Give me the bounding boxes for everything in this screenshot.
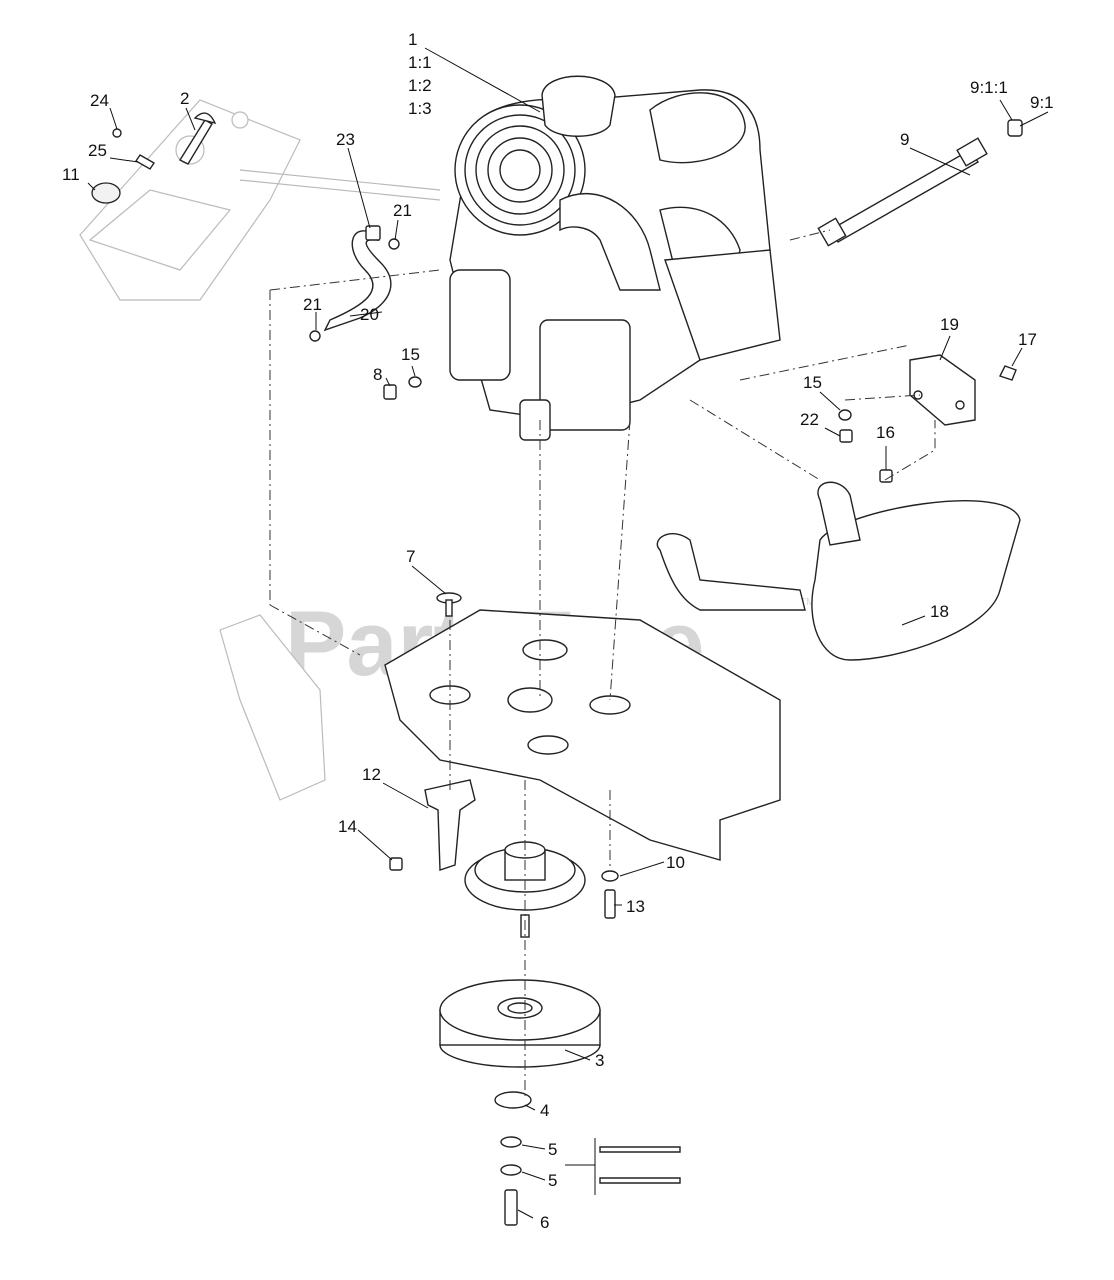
nut-24 — [112, 128, 122, 138]
nut-22 — [839, 429, 853, 443]
engine-deck-plate — [384, 609, 781, 861]
callout-1-2: 1:2 — [408, 76, 432, 95]
callout-21-lower: 21 — [303, 295, 322, 314]
fuel-line-20 — [323, 230, 392, 332]
callout-10: 10 — [666, 853, 685, 872]
washer-15-right — [838, 409, 852, 421]
callout-5-lower: 5 — [548, 1171, 557, 1190]
callout-8: 8 — [373, 365, 382, 384]
washer-detail-inset — [594, 1138, 681, 1195]
spacer-4 — [494, 1091, 532, 1109]
callout-15-left: 15 — [401, 345, 420, 364]
washer-10 — [601, 870, 619, 882]
leader-lines — [87, 47, 1049, 1219]
bolt-17 — [999, 365, 1017, 381]
callout-20: 20 — [360, 305, 379, 324]
washer-5-lower — [500, 1164, 522, 1176]
control-panel-ghost — [79, 99, 441, 301]
washer-15-left — [408, 376, 422, 388]
exhaust-pipe-9 — [817, 137, 988, 247]
pto-clutch-3 — [439, 979, 601, 1068]
throttle-lever-2 — [178, 112, 217, 165]
callout-6: 6 — [540, 1213, 549, 1232]
nut-16 — [879, 469, 893, 483]
nut-14 — [389, 857, 403, 871]
callout-15-right: 15 — [803, 373, 822, 392]
muffler-18 — [656, 481, 1021, 661]
fitting-23 — [365, 225, 381, 241]
callout-13: 13 — [626, 897, 645, 916]
washer-5-upper — [500, 1136, 522, 1148]
knob-11 — [91, 182, 121, 204]
callout-9-1-1: 9:1:1 — [970, 78, 1008, 97]
bolt-7 — [436, 592, 462, 617]
callout-9-1: 9:1 — [1030, 93, 1054, 112]
callout-4: 4 — [540, 1101, 549, 1120]
callout-1-3: 1:3 — [408, 99, 432, 118]
callout-12: 12 — [362, 765, 381, 784]
callout-22: 22 — [800, 410, 819, 429]
callout-1-1: 1:1 — [408, 53, 432, 72]
callout-18: 18 — [930, 602, 949, 621]
screw-25 — [135, 154, 155, 170]
callout-7: 7 — [406, 547, 415, 566]
engine-1 — [449, 75, 781, 441]
callout-2: 2 — [180, 89, 189, 108]
assembly-lines — [269, 229, 936, 1100]
fitting-9-1 — [1007, 119, 1023, 137]
bolt-8 — [383, 384, 397, 400]
callout-16: 16 — [876, 423, 895, 442]
callout-labels: 1 1:1 1:2 1:3 24 2 25 11 23 21 21 20 15 … — [62, 30, 1054, 1232]
callout-25: 25 — [88, 141, 107, 160]
callout-5-upper: 5 — [548, 1140, 557, 1159]
bracket-12 — [424, 779, 476, 871]
clamp-21-lower — [309, 330, 321, 342]
muffler-bracket-19 — [909, 354, 976, 426]
bolt-6 — [504, 1189, 518, 1226]
watermark-trademark: TM — [800, 597, 814, 608]
side-shield-ghost — [219, 614, 326, 801]
callout-3: 3 — [595, 1051, 604, 1070]
callout-14: 14 — [338, 817, 357, 836]
callout-9: 9 — [900, 130, 909, 149]
callout-23: 23 — [336, 130, 355, 149]
callout-24: 24 — [90, 91, 109, 110]
bolt-13 — [604, 889, 616, 919]
callout-21-upper: 21 — [393, 201, 412, 220]
callout-19: 19 — [940, 315, 959, 334]
callout-17: 17 — [1018, 330, 1037, 349]
callout-1: 1 — [408, 30, 417, 49]
clamp-21-upper — [388, 238, 400, 250]
callout-11: 11 — [62, 165, 80, 184]
